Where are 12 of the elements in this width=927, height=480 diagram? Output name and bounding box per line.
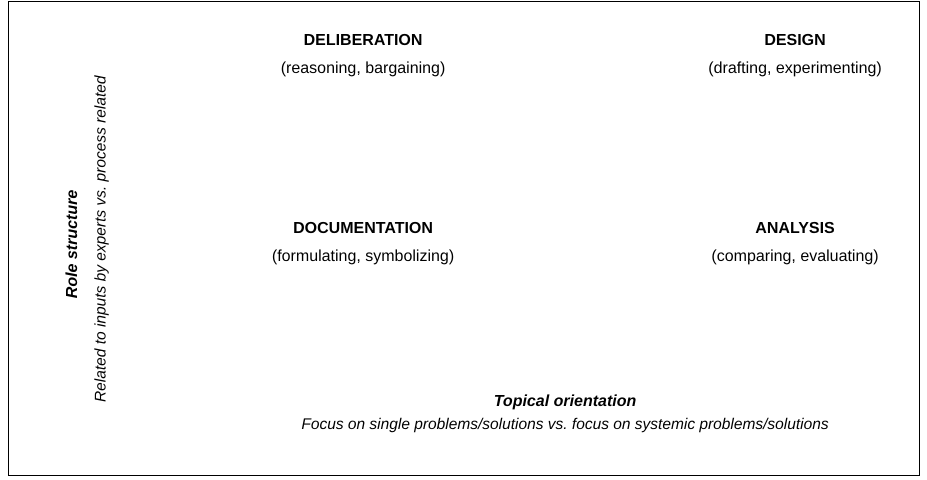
axis-title: Role structure xyxy=(65,188,81,300)
axis-title: Topical orientation xyxy=(492,394,638,410)
quadrant-subtitle: (reasoning, bargaining) xyxy=(280,61,446,77)
quadrant-heading: DELIBERATION xyxy=(302,33,424,49)
quadrant-subtitle: (formulating, symbolizing) xyxy=(270,249,456,265)
quadrant-heading: DOCUMENTATION xyxy=(292,221,434,237)
axis-description: Focus on single problems/solutions vs. focus on systemic problems/solutions xyxy=(300,417,830,432)
quadrant-subtitle: (drafting, experimenting) xyxy=(707,61,883,77)
quadrant-heading: ANALYSIS xyxy=(754,221,836,237)
quadrant-subtitle: (comparing, evaluating) xyxy=(710,249,880,265)
axis-description: Related to inputs by experts vs. process related xyxy=(93,74,109,404)
quadrant-heading: DESIGN xyxy=(763,33,827,49)
